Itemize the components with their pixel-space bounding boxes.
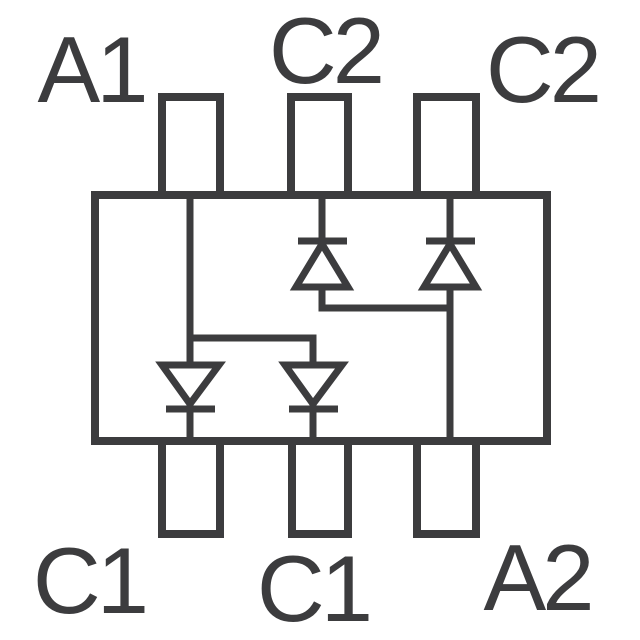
anode-triangle xyxy=(155,361,226,410)
wire-top-diode-anode-join xyxy=(318,287,450,312)
wire-a1-branch-to-bottom-middle-diode xyxy=(190,334,317,365)
pin-top-right xyxy=(413,93,480,199)
pin-label-a1: A1 xyxy=(38,17,145,122)
diode-symbols-group xyxy=(155,237,483,413)
wiring-group xyxy=(186,195,454,441)
pin-bottom-left xyxy=(158,437,224,538)
diode-icon-top-right xyxy=(417,237,483,291)
pin-label-c1-middle: C1 xyxy=(257,536,369,640)
pin-bottom-right xyxy=(413,437,480,538)
pin-top-middle xyxy=(287,93,352,199)
pin-top-left xyxy=(158,93,224,199)
pin-label-c1-left: C1 xyxy=(33,528,145,633)
anode-triangle xyxy=(289,237,355,291)
diode-icon-top-middle xyxy=(289,237,355,291)
diode-icon-bottom-left xyxy=(155,361,226,413)
pin-label-c2-right: C2 xyxy=(486,17,598,122)
pin-label-a2: A2 xyxy=(484,525,591,630)
anode-triangle xyxy=(417,237,483,291)
pin-label-c2-middle: C2 xyxy=(269,0,381,103)
pin-bottom-middle xyxy=(288,437,352,538)
anode-triangle xyxy=(278,361,349,410)
pin-labels-group: A1 C2 C2 C1 C1 A2 xyxy=(33,0,602,640)
diode-icon-bottom-middle xyxy=(278,361,349,413)
package-outline-group xyxy=(91,93,551,538)
